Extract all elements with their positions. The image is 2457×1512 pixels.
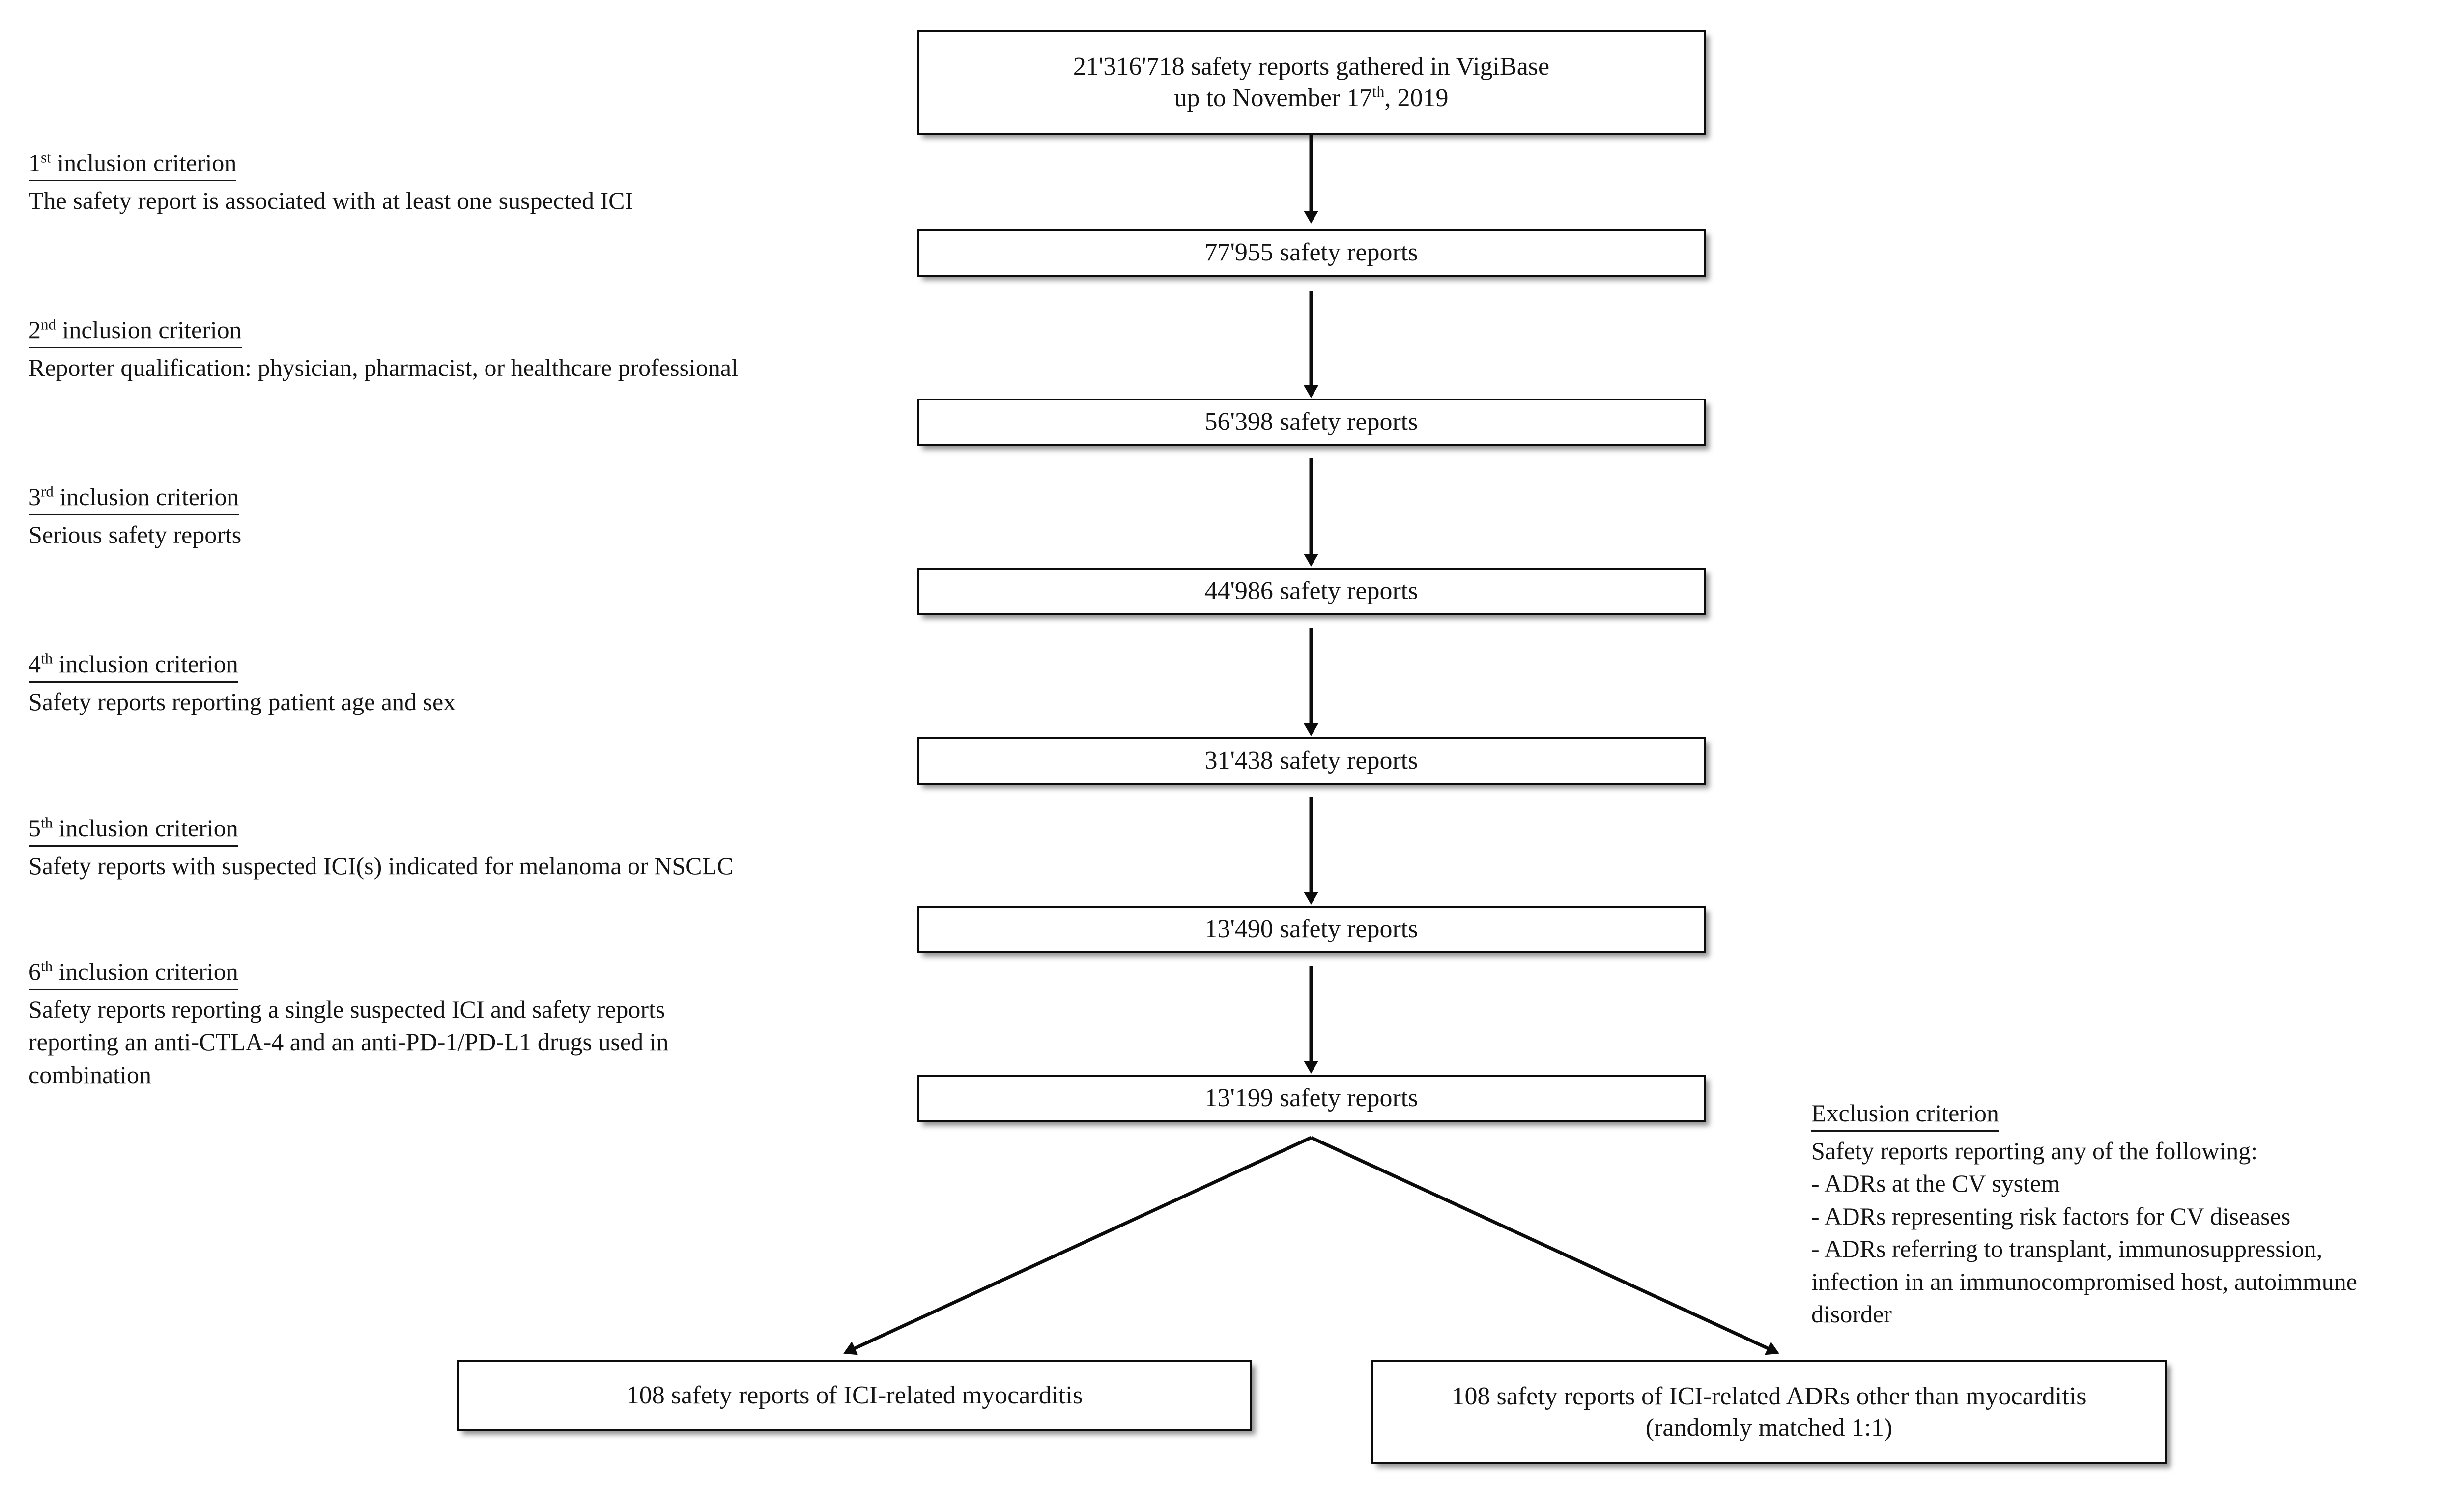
ordinal-suffix: th (41, 650, 53, 667)
flow-box-step-5: 13'490 safety reports (917, 906, 1706, 953)
flow-box-step-4: 31'438 safety reports (917, 737, 1706, 785)
flow-box-line1: 13'490 safety reports (1204, 915, 1418, 943)
outcome-line1: 108 safety reports of ICI-related myocar… (626, 1381, 1083, 1410)
criterion-heading: 4th inclusion criterion (29, 648, 238, 683)
flow-box-line1: 77'955 safety reports (1204, 238, 1418, 267)
exclusion-heading: Exclusion criterion (1811, 1097, 1999, 1132)
flow-box-line1: 21'316'718 safety reports gathered in Vi… (1073, 52, 1550, 81)
flow-box-step-6: 13'199 safety reports (917, 1075, 1706, 1122)
flow-box-line2: up to November 17th, 2019 (1174, 83, 1449, 112)
flow-box-step-2: 56'398 safety reports (917, 399, 1706, 446)
criterion-block-4: 4th inclusion criterion Safety reports r… (29, 648, 456, 718)
criterion-body: Serious safety reports (29, 520, 242, 548)
criterion-heading: 1st inclusion criterion (29, 146, 237, 181)
ordinal-suffix: th (41, 814, 53, 831)
criterion-body: Safety reports with suspected ICI(s) ind… (29, 852, 734, 880)
criterion-block-6: 6th inclusion criterion Safety reports r… (29, 955, 669, 1091)
flow-box-line1: 56'398 safety reports (1204, 408, 1418, 436)
criterion-body: Safety reports reporting patient age and… (29, 687, 456, 715)
ordinal-suffix: th (1372, 83, 1385, 101)
arrow-step6-to-other-adrs (1310, 1136, 1779, 1355)
flow-box-outcome-other-adrs: 108 safety reports of ICI-related ADRs o… (1371, 1360, 2167, 1464)
outcome-line2: (randomly matched 1:1) (1645, 1414, 1893, 1442)
outcome-line1: 108 safety reports of ICI-related ADRs o… (1452, 1382, 2086, 1410)
criterion-heading: 6th inclusion criterion (29, 955, 238, 990)
ordinal-suffix: st (41, 148, 51, 166)
arrow-step6-to-myocarditis (843, 1136, 1312, 1355)
ordinal-suffix: th (41, 957, 53, 975)
criterion-body: The safety report is associated with at … (29, 186, 633, 214)
criterion-block-5: 5th inclusion criterion Safety reports w… (29, 812, 733, 882)
flow-box-outcome-myocarditis: 108 safety reports of ICI-related myocar… (457, 1360, 1252, 1431)
ordinal-suffix: nd (41, 315, 56, 333)
criterion-heading: 2nd inclusion criterion (29, 314, 242, 348)
criterion-block-2: 2nd inclusion criterion Reporter qualifi… (29, 314, 738, 384)
flow-box-step-1: 77'955 safety reports (917, 229, 1706, 277)
flow-box-line1: 31'438 safety reports (1204, 746, 1418, 775)
exclusion-body: Safety reports reporting any of the foll… (1811, 1137, 2357, 1328)
flow-box-line1: 13'199 safety reports (1204, 1084, 1418, 1113)
criterion-heading: 5th inclusion criterion (29, 812, 238, 847)
flow-box-line1: 44'986 safety reports (1204, 577, 1418, 605)
criterion-body: Safety reports reporting a single suspec… (29, 995, 669, 1088)
exclusion-criterion-block: Exclusion criterion Safety reports repor… (1811, 1097, 2357, 1331)
criterion-body: Reporter qualification: physician, pharm… (29, 353, 738, 381)
criterion-block-3: 3rd inclusion criterion Serious safety r… (29, 481, 241, 551)
flow-box-step-3: 44'986 safety reports (917, 568, 1706, 615)
criterion-block-1: 1st inclusion criterion The safety repor… (29, 146, 633, 217)
criterion-heading: 3rd inclusion criterion (29, 481, 239, 515)
ordinal-suffix: rd (41, 483, 54, 500)
flow-box-vigibase-total: 21'316'718 safety reports gathered in Vi… (917, 30, 1706, 135)
